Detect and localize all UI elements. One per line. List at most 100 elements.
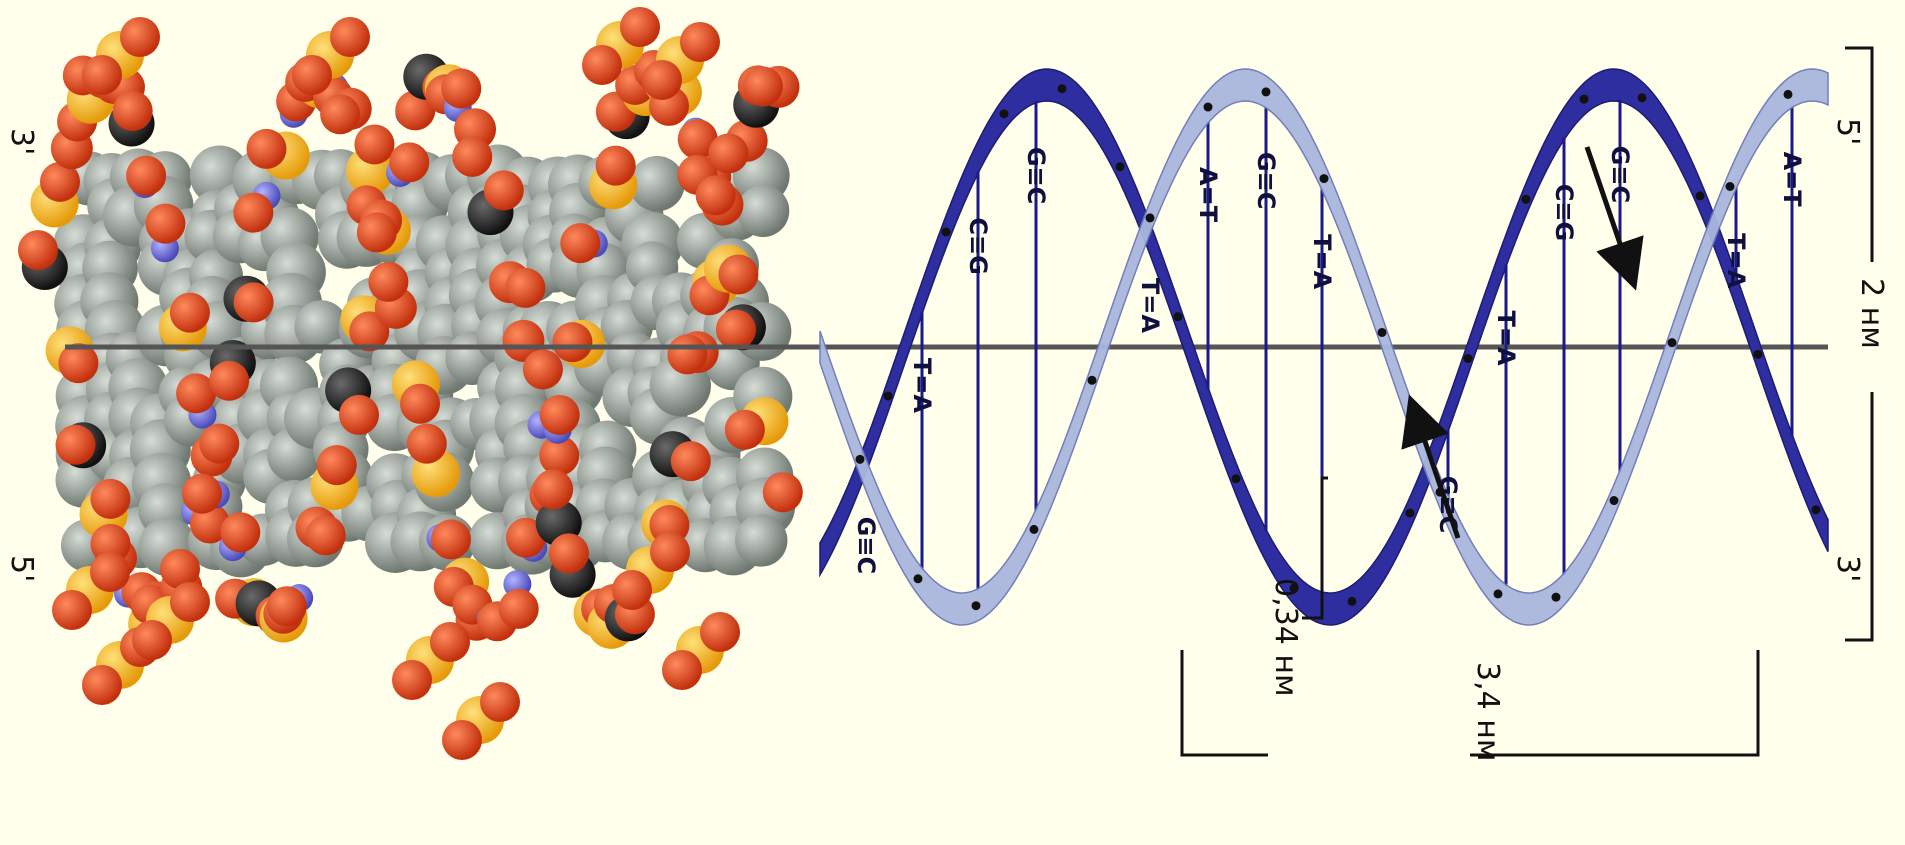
oxygen-atom bbox=[112, 90, 153, 131]
pitch-bracket bbox=[1180, 650, 1760, 757]
base-pair-label: A=T bbox=[1778, 152, 1806, 208]
oxygen-atom bbox=[539, 435, 580, 476]
oxygen-atom bbox=[533, 469, 574, 510]
oxygen-atom bbox=[292, 55, 332, 95]
backbone-dot bbox=[1609, 496, 1619, 506]
strand-direction-down-arrow bbox=[1584, 146, 1644, 291]
oxygen-atom bbox=[452, 136, 493, 177]
oxygen-atom bbox=[182, 473, 223, 514]
backbone-dot bbox=[1115, 162, 1125, 172]
base-pair-label: C≡G bbox=[1550, 184, 1578, 241]
oxygen-atom bbox=[667, 334, 708, 375]
diameter-label: 2 нм bbox=[1854, 278, 1889, 349]
oxygen-atom bbox=[442, 720, 482, 760]
backbone-dot bbox=[1377, 327, 1387, 337]
backbone-dot bbox=[1725, 181, 1735, 191]
oxygen-atom bbox=[502, 319, 545, 362]
strand-front bbox=[819, 68, 1829, 626]
oxygen-atom bbox=[305, 515, 346, 556]
oxygen-atom bbox=[40, 161, 81, 202]
base-pair-labels: G≡CT=AC≡GG≡CT=AA=TG≡CT=AG≡CT=AC≡GG≡CT=AA… bbox=[852, 146, 1806, 574]
oxygen-atom bbox=[339, 394, 380, 435]
backbone-dot bbox=[1203, 102, 1213, 112]
space-filling-model bbox=[18, 7, 803, 760]
backbone-dot bbox=[1029, 524, 1039, 534]
backbone-dot bbox=[1783, 89, 1793, 99]
base-pair-label: G≡C bbox=[1022, 147, 1050, 204]
backbone-dot bbox=[1521, 194, 1531, 204]
oxygen-atom bbox=[441, 68, 482, 109]
oxygen-atom bbox=[718, 254, 759, 295]
base-atom bbox=[735, 514, 788, 567]
backbone-dot bbox=[1493, 589, 1503, 599]
oxygen-atom bbox=[762, 472, 803, 513]
oxygen-atom bbox=[246, 128, 287, 169]
oxygen-atom bbox=[642, 60, 682, 100]
diameter-bracket bbox=[1845, 46, 1874, 642]
oxygen-atom bbox=[620, 7, 660, 47]
oxygen-atom bbox=[700, 612, 740, 652]
oxygen-atom bbox=[595, 145, 636, 186]
strand-back bbox=[819, 68, 1829, 626]
oxygen-atom bbox=[742, 66, 783, 107]
base-atom bbox=[737, 184, 790, 237]
backbone-dot bbox=[1261, 87, 1271, 97]
oxygen-atom bbox=[316, 445, 357, 486]
oxygen-atom bbox=[266, 586, 307, 627]
oxygen-atom bbox=[354, 124, 395, 165]
oxygen-atom bbox=[90, 552, 130, 592]
base-pair-label: G≡C bbox=[852, 517, 880, 574]
oxygen-atom bbox=[368, 261, 409, 302]
backbone-dot bbox=[1319, 174, 1329, 184]
ribbon-model bbox=[819, 68, 1829, 626]
base-atom bbox=[629, 156, 685, 212]
backbone-dot bbox=[1811, 505, 1821, 515]
base-pair-label: T=A bbox=[1722, 233, 1750, 288]
oxygen-atom bbox=[505, 267, 546, 308]
backbone-dot bbox=[1087, 375, 1097, 385]
base-pair-label: T=A bbox=[908, 358, 936, 413]
oxygen-atom bbox=[522, 349, 563, 390]
oxygen-atom bbox=[708, 133, 749, 174]
backbone-dot bbox=[855, 454, 865, 464]
backbone-dot bbox=[999, 109, 1009, 119]
backbone-dot bbox=[1145, 213, 1155, 223]
backbone-dot bbox=[1289, 583, 1299, 593]
oxygen-atom bbox=[539, 395, 580, 436]
oxygen-atom bbox=[548, 533, 589, 574]
backbone-dot bbox=[971, 601, 981, 611]
oxygen-atom bbox=[650, 532, 690, 572]
oxygen-atom bbox=[145, 203, 186, 244]
oxygen-atom bbox=[220, 512, 261, 553]
oxygen-atom bbox=[392, 660, 432, 700]
oxygen-atom bbox=[55, 424, 96, 465]
base-pair-label: T=A bbox=[1308, 234, 1336, 289]
backbone-dot bbox=[1637, 93, 1647, 103]
oxygen-atom bbox=[400, 383, 441, 424]
oxygen-atom bbox=[612, 570, 652, 610]
base-spacing-label: 0,34 нм bbox=[1268, 578, 1303, 697]
oxygen-atom bbox=[560, 223, 601, 264]
oxygen-atom bbox=[52, 590, 92, 630]
backbone-dot bbox=[1173, 312, 1183, 322]
oxygen-atom bbox=[199, 423, 240, 464]
oxygen-atom bbox=[330, 17, 370, 57]
oxygen-atom bbox=[715, 309, 756, 350]
oxygen-atom bbox=[430, 519, 471, 560]
oxygen-atom bbox=[498, 588, 539, 629]
oxygen-atom bbox=[680, 22, 720, 62]
oxygen-atom bbox=[505, 517, 546, 558]
oxygen-atom bbox=[169, 292, 210, 333]
oxygen-atom bbox=[356, 212, 397, 253]
base-atom bbox=[294, 300, 348, 354]
oxygen-atom bbox=[483, 170, 524, 211]
oxygen-atom bbox=[233, 192, 274, 233]
backbone-dot bbox=[941, 227, 951, 237]
base-pair-label: T=A bbox=[1136, 278, 1164, 333]
oxygen-atom bbox=[695, 175, 736, 216]
base-pair-label: G≡C bbox=[1606, 146, 1634, 203]
oxygen-atom bbox=[58, 343, 99, 384]
oxygen-atom bbox=[395, 90, 436, 131]
oxygen-atom bbox=[320, 94, 361, 135]
